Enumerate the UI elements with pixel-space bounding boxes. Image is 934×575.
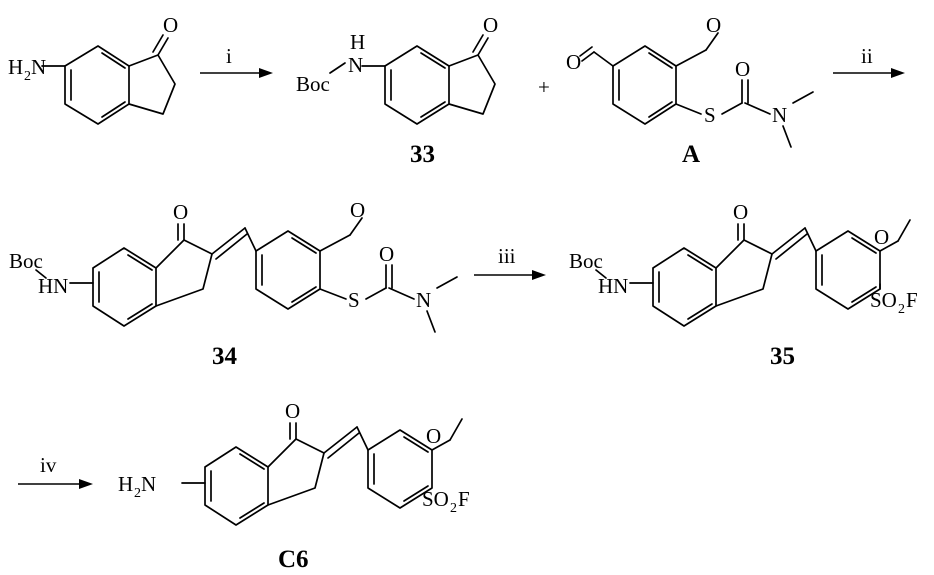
compound-35-boc: Boc [569, 249, 603, 273]
amine-h: H [8, 55, 23, 79]
aldehyde-oxygen: O [566, 50, 581, 74]
compound-label-C6: C6 [278, 546, 309, 573]
methoxy-oxygen-A: O [706, 13, 721, 37]
starting-material-aminoindanone: O H 2 N [8, 13, 178, 125]
compound-34-hn: HN [38, 274, 68, 298]
compound-label-35: 35 [770, 343, 795, 370]
compound-34-sulfur: S [348, 288, 360, 312]
compound-35-so: SO [870, 288, 897, 312]
compound-C6-ketone-oxygen: O [285, 399, 300, 423]
compound-label-34: 34 [212, 343, 238, 370]
reagent-iii: iii [498, 244, 516, 268]
compound-33-oxygen: O [483, 13, 498, 37]
ketone-oxygen: O [163, 13, 178, 37]
compound-C6-f: F [458, 487, 470, 511]
reagent-ii: ii [861, 44, 873, 68]
compound-33: O H N Boc 33 [296, 13, 498, 168]
dimethylamine-n-A: N [772, 103, 787, 127]
compound-34-methoxy-oxygen: O [350, 198, 365, 222]
compound-33-nh-n: N [348, 53, 363, 77]
compound-35-f: F [906, 288, 918, 312]
arrow-step-iii: iii [474, 244, 546, 280]
compound-C6-so2-sub: 2 [450, 501, 457, 516]
compound-35-methoxy-oxygen: O [874, 225, 889, 249]
compound-34-amine-n: N [416, 288, 431, 312]
compound-C6-so: SO [422, 487, 449, 511]
arrow-step-i: i [200, 44, 273, 78]
arrow-step-ii: ii [833, 44, 905, 78]
compound-C6-amine-n: N [141, 472, 156, 496]
compound-C6-amine-sub: 2 [134, 486, 141, 501]
compound-C6: O O SO 2 F H 2 N C6 [118, 399, 470, 573]
compound-label-33: 33 [410, 141, 435, 168]
arrow-step-iv: iv [18, 453, 93, 489]
compound-35-so2-sub: 2 [898, 302, 905, 317]
compound-C6-amine-h: H [118, 472, 133, 496]
amine-n: N [31, 55, 46, 79]
amine-subscript: 2 [24, 69, 31, 84]
compound-33-nh-h: H [350, 30, 365, 54]
compound-34-ketone-oxygen: O [173, 200, 188, 224]
compound-33-boc: Boc [296, 72, 330, 96]
reagent-i: i [226, 44, 232, 68]
carbamate-oxygen-A: O [735, 57, 750, 81]
plus-sign: + [538, 75, 550, 99]
compound-35: O O SO 2 F Boc HN 35 [569, 200, 918, 370]
thio-sulfur-A: S [704, 103, 716, 127]
compound-34-boc: Boc [9, 249, 43, 273]
compound-C6-methoxy-oxygen: O [426, 424, 441, 448]
compound-34-carbamate-oxygen: O [379, 242, 394, 266]
compound-34: O O S O N Boc HN 34 [9, 198, 458, 370]
compound-label-A: A [682, 141, 700, 168]
compound-A: O O S O N A [566, 13, 814, 168]
compound-35-hn: HN [598, 274, 628, 298]
compound-35-ketone-oxygen: O [733, 200, 748, 224]
reagent-iv: iv [40, 453, 57, 477]
